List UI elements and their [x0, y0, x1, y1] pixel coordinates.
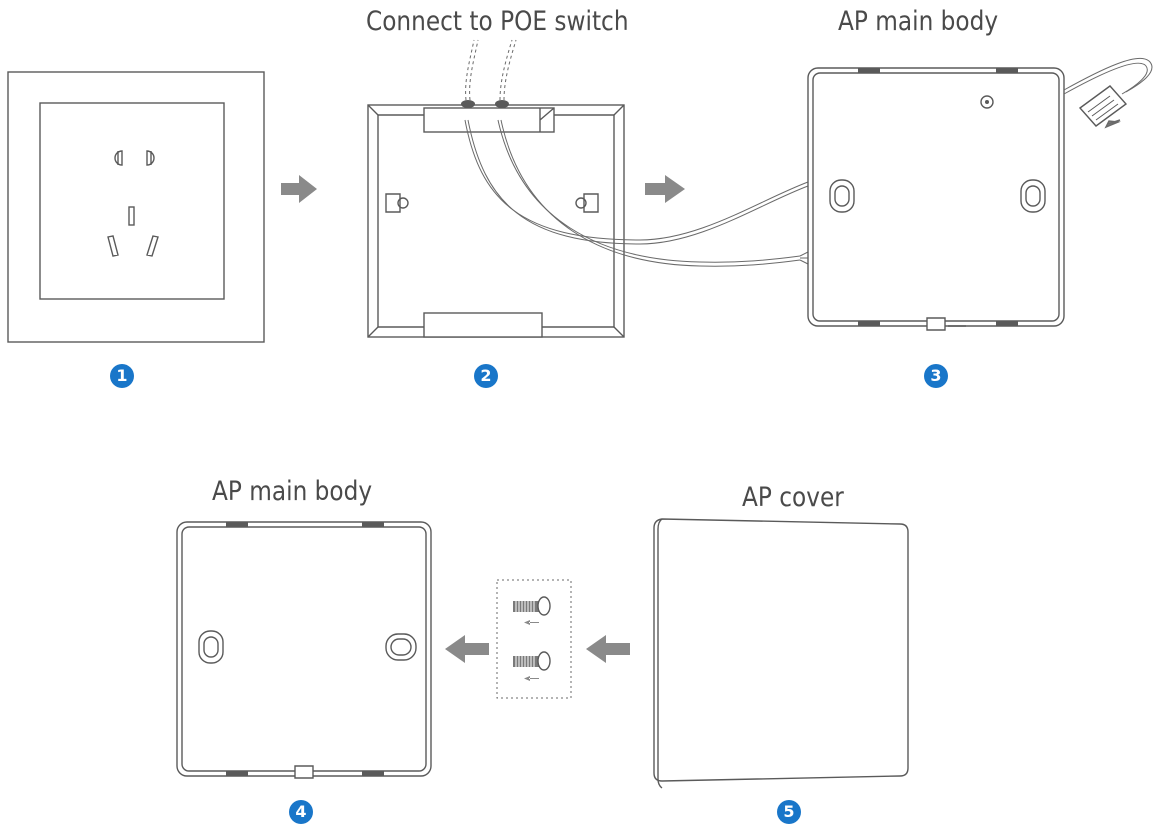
wall-box	[367, 39, 625, 338]
arrow-left-1	[445, 635, 489, 663]
step-4-badge: 4	[289, 800, 313, 824]
arrow-right-1	[281, 175, 317, 203]
rj45-connector	[1078, 85, 1128, 129]
ap-main-body-label-bottom: AP main body	[212, 476, 373, 507]
ap-cover-label: AP cover	[742, 482, 844, 513]
connect-poe-label: Connect to POE switch	[366, 6, 629, 37]
arrow-right-2	[645, 175, 685, 203]
ap-cover	[653, 518, 909, 789]
wall-socket	[7, 71, 265, 343]
ap-main-body-label-top: AP main body	[838, 6, 999, 37]
ap-main-body-top	[807, 57, 1153, 331]
socket-holes	[107, 150, 159, 257]
step-5-badge: 5	[777, 800, 801, 824]
screws-box	[496, 579, 572, 699]
ap-main-body-bottom	[176, 521, 432, 779]
step-3-badge: 3	[924, 364, 948, 388]
arrow-left-2	[586, 635, 630, 663]
screw-lower	[513, 651, 551, 681]
step-1-badge: 1	[110, 364, 134, 388]
step-2-badge: 2	[474, 364, 498, 388]
ethernet-cables	[464, 119, 809, 267]
screw-upper	[513, 596, 551, 625]
